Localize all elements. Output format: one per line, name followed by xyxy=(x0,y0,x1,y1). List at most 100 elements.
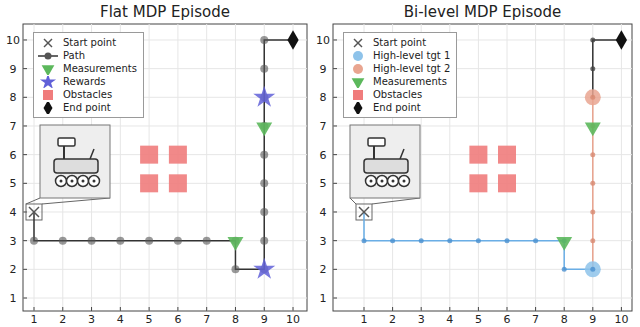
x-tick-label: 1 xyxy=(361,314,368,325)
rover-camera xyxy=(368,138,385,146)
legend-label: High-level tgt 1 xyxy=(373,50,450,61)
path-dot xyxy=(88,237,96,245)
legend-entry: High-level tgt 1 xyxy=(347,49,450,62)
tick-mark xyxy=(34,307,35,311)
x-tick-label: 5 xyxy=(475,314,482,325)
legend-swatch xyxy=(347,76,369,88)
path-dot xyxy=(505,238,510,243)
tick-mark xyxy=(333,240,337,241)
path-dot xyxy=(590,181,595,186)
path-dot xyxy=(116,237,124,245)
zoom-line xyxy=(42,198,110,204)
x-tick-label: 6 xyxy=(504,314,511,325)
x-tick-label: 7 xyxy=(532,314,539,325)
obstacle xyxy=(169,146,187,164)
grid-line xyxy=(293,24,294,311)
chart-title: Flat MDP Episode xyxy=(100,5,230,20)
legend-swatch xyxy=(347,37,369,49)
zoom-line xyxy=(26,198,40,204)
reward-star xyxy=(253,86,275,107)
y-tick-label: 7 xyxy=(10,120,17,131)
path-dot xyxy=(260,237,268,245)
tick-mark xyxy=(23,97,27,98)
grid-line xyxy=(507,24,508,311)
rover-wheel xyxy=(377,176,388,187)
path-dot xyxy=(447,238,452,243)
legend-entry: Start point xyxy=(37,36,137,49)
x-tick-label: 9 xyxy=(261,314,268,325)
legend-entry: End point xyxy=(347,101,450,114)
legend-label: Measurements xyxy=(63,63,137,74)
legend-entry: Path xyxy=(37,49,137,62)
path-dot xyxy=(590,66,595,71)
legend-label: End point xyxy=(63,102,111,113)
legend-label: Obstacles xyxy=(373,89,422,100)
rover-hub xyxy=(60,180,63,183)
path-dot xyxy=(590,152,595,157)
legend-swatch xyxy=(347,63,369,75)
obstacle xyxy=(140,146,158,164)
tick-mark xyxy=(264,307,265,311)
tick-mark xyxy=(421,307,422,311)
rover-camera xyxy=(58,138,75,146)
tick-mark xyxy=(333,154,337,155)
legend-label: Start point xyxy=(63,37,116,48)
tick-mark xyxy=(206,307,207,311)
rover-mast xyxy=(63,145,65,159)
x-tick-label: 1 xyxy=(31,314,38,325)
rover-wheel xyxy=(388,176,399,187)
tick-mark xyxy=(478,307,479,311)
rover-wheel xyxy=(399,176,410,187)
legend-swatch xyxy=(347,102,369,114)
legend-swatch xyxy=(347,89,369,101)
tick-mark xyxy=(333,269,337,270)
x-tick-label: 4 xyxy=(446,314,453,325)
obstacle xyxy=(469,174,487,192)
x-tick-label: 7 xyxy=(203,314,210,325)
path-dot xyxy=(590,37,595,42)
grid-line xyxy=(478,24,479,311)
legend-entry: Rewards xyxy=(37,75,137,88)
inset-box xyxy=(350,125,420,198)
path-dot xyxy=(533,238,538,243)
y-tick-label: 2 xyxy=(320,264,327,275)
path-dot xyxy=(390,238,395,243)
target-marker xyxy=(585,89,601,105)
rover-hub xyxy=(370,180,373,183)
tick-mark xyxy=(62,307,63,311)
path-dot xyxy=(362,238,367,243)
tick-mark xyxy=(621,307,622,311)
plot-frame xyxy=(23,24,307,311)
obstacle xyxy=(498,174,516,192)
legend-label: Measurements xyxy=(373,76,447,87)
y-tick-label: 6 xyxy=(320,149,327,160)
tick-mark xyxy=(91,307,92,311)
tick-mark xyxy=(535,307,536,311)
tick-mark xyxy=(333,39,337,40)
legend-label: Path xyxy=(63,50,85,61)
tick-mark xyxy=(449,307,450,311)
grid-line xyxy=(535,24,536,311)
obstacle xyxy=(140,174,158,192)
tick-mark xyxy=(392,307,393,311)
zoom-line xyxy=(372,198,420,204)
path-line xyxy=(364,212,593,269)
grid-line xyxy=(206,24,207,311)
rover-body xyxy=(364,159,408,173)
legend-entry: Obstacles xyxy=(347,88,450,101)
y-tick-label: 5 xyxy=(10,178,17,189)
rover-hub xyxy=(392,180,395,183)
rover-icon xyxy=(54,138,100,187)
tick-mark xyxy=(23,68,27,69)
legend-entry: End point xyxy=(37,101,137,114)
obstacle xyxy=(498,146,516,164)
legend-color-swatch xyxy=(43,90,53,100)
plot xyxy=(23,24,307,311)
tick-mark xyxy=(333,125,337,126)
path-dot xyxy=(260,179,268,187)
path-dot xyxy=(174,237,182,245)
y-tick-label: 10 xyxy=(6,34,20,45)
start-marker xyxy=(29,207,39,217)
legend-entry: Measurements xyxy=(37,62,137,75)
